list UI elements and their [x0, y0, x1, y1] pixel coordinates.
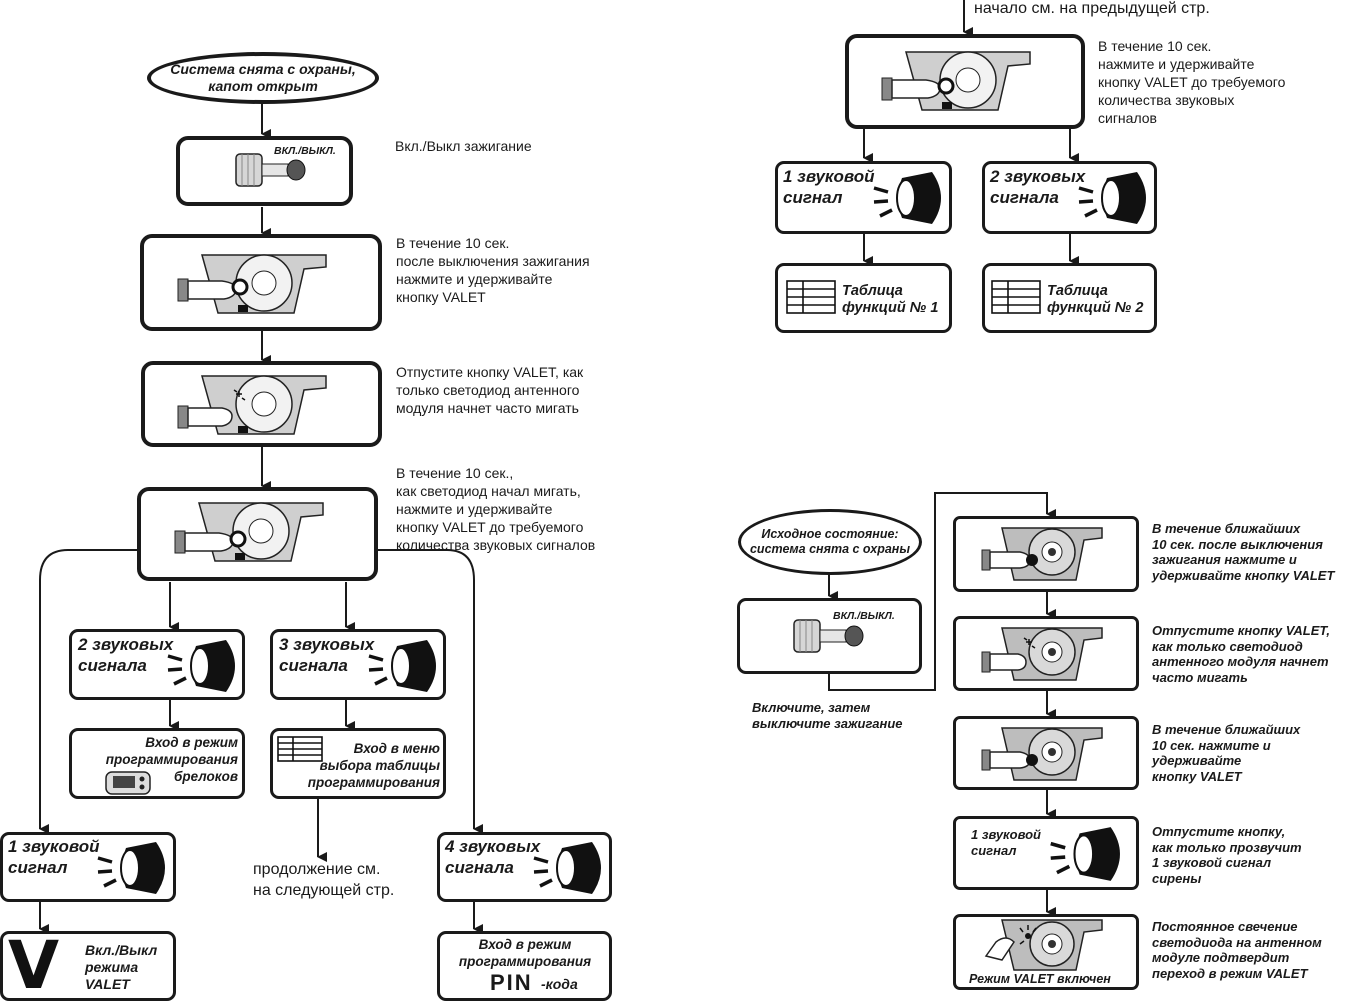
rb-step5-text: Постоянное свечение светодиода на антенн… — [1152, 919, 1322, 981]
siren-icon — [873, 172, 941, 224]
ignition-badge: ВКЛ./ВЫКЛ. — [274, 145, 336, 157]
antenna-module-hold-icon — [881, 51, 1031, 111]
antenna-module-blinking-icon — [981, 627, 1103, 681]
siren-icon — [368, 640, 436, 692]
valet-letter: V — [8, 927, 60, 1003]
antenna-module-icon — [177, 254, 327, 314]
signal-3-label: 3 звуковых сигнала — [279, 635, 375, 675]
menu-programming-label: Вход в меню выбора таблицы программирова… — [307, 741, 440, 790]
step1-text: Вкл./Выкл зажигание — [395, 138, 532, 154]
antenna-module-led-on-icon — [984, 919, 1103, 971]
siren-icon — [1078, 172, 1146, 224]
antenna-module-hold-icon — [981, 727, 1103, 781]
valet-toggle-box — [0, 931, 176, 1001]
siren-icon — [1050, 827, 1120, 881]
fob-programming-box — [69, 728, 245, 799]
pin-programming-label: Вход в режим программирования — [458, 937, 592, 969]
antenna-module-icon — [981, 527, 1103, 581]
signal-1-label: 1 звуковой сигнал — [8, 837, 100, 877]
siren-icon — [533, 842, 601, 894]
ignition-caption: Включите, затем выключите зажигание — [752, 700, 903, 731]
table-icon — [277, 736, 323, 762]
continued-previous-page: начало см. на предыдущей стр. — [974, 0, 1210, 17]
signal-2-label: 2 звуковых сигнала — [78, 635, 174, 675]
valet-toggle-label: Вкл./Выкл режима VALET — [85, 942, 158, 992]
function-table-1-label: Таблица функций № 1 — [842, 283, 939, 316]
step4-text: В течение 10 сек., как светодиод начал м… — [396, 465, 596, 553]
continued-next-page: продолжение см. на следующей стр. — [253, 861, 395, 899]
rb-step2-text: Отпустите кнопку VALET, как только свето… — [1152, 623, 1331, 685]
rb-valet-on-label: Режим VALET включен — [969, 972, 1111, 986]
pin-word: PIN — [490, 970, 533, 995]
step2-text: В течение 10 сек. после выключения зажиг… — [396, 235, 590, 305]
start-state-oval: Система снята с охраны, капот открыт — [147, 52, 379, 104]
antenna-module-hold-icon — [174, 502, 324, 562]
table-signal-1-label: 1 звуковой сигнал — [783, 167, 875, 207]
table-icon — [991, 280, 1041, 314]
ignition-switch-icon — [235, 153, 306, 187]
rb-step4-text: Отпустите кнопку, как только прозвучит 1… — [1152, 824, 1302, 886]
fob-programming-label: Вход в режим программирования брелоков — [105, 735, 238, 784]
ignition-switch-icon — [793, 619, 864, 653]
pin-suffix: -кода — [541, 976, 578, 992]
rb-step3-text: В течение ближайших 10 сек. нажмите и уд… — [1152, 722, 1301, 784]
key-fob-icon — [105, 771, 151, 795]
signal-4-label: 4 звуковых сигнала — [445, 837, 541, 877]
rb-signal-1-label: 1 звуковой сигнал — [971, 827, 1042, 858]
table-signal-2-label: 2 звуковых сигнала — [990, 167, 1086, 207]
ignition-badge-2: ВКЛ./ВЫКЛ. — [833, 610, 895, 622]
siren-icon — [97, 842, 165, 894]
right-top-step-text: В течение 10 сек. нажмите и удерживайте … — [1098, 38, 1286, 126]
antenna-module-blinking-icon — [177, 375, 327, 435]
initial-state-oval: Исходное состояние: система снята с охра… — [738, 509, 922, 575]
table-icon — [786, 280, 836, 314]
siren-icon — [167, 640, 235, 692]
step3-text: Отпустите кнопку VALET, как только свето… — [396, 364, 584, 416]
function-table-2-label: Таблица функций № 2 — [1047, 283, 1144, 316]
pin-programming-box — [437, 931, 612, 1001]
rb-step1-text: В течение ближайших 10 сек. после выключ… — [1152, 521, 1335, 583]
